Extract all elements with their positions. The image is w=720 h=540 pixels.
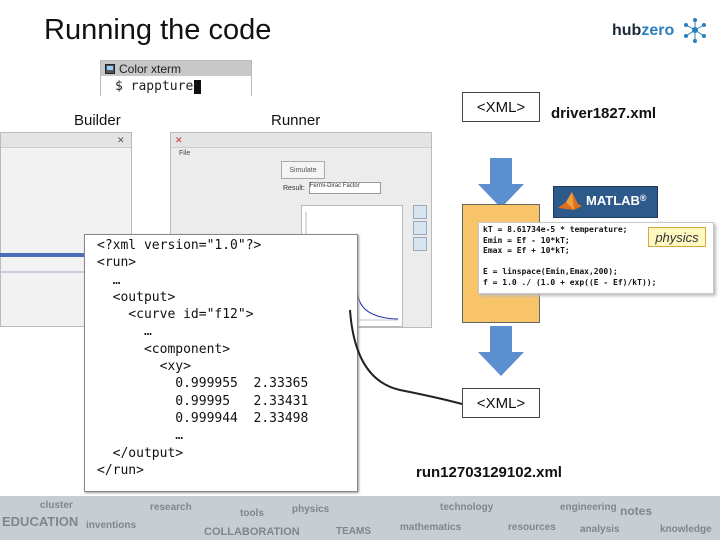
zoom-in-icon[interactable] bbox=[413, 205, 427, 219]
footer-word: notes bbox=[620, 504, 653, 518]
footer-word: cluster bbox=[40, 500, 73, 511]
xml-line: <component> bbox=[97, 341, 231, 357]
zoom-out-icon[interactable] bbox=[413, 221, 427, 235]
logo-zero: zero bbox=[641, 22, 675, 39]
footer-word: tools bbox=[240, 508, 264, 519]
xml-line: … bbox=[97, 272, 121, 288]
xml-line: <?xml version="1.0"?> bbox=[97, 238, 262, 253]
result-selector[interactable]: Result: Fermi-Dirac Factor bbox=[283, 182, 381, 194]
code-line: Emax = Ef + 10*kT; bbox=[483, 246, 570, 255]
hubzero-logo: hubzero bbox=[612, 18, 712, 50]
code-line bbox=[483, 257, 709, 268]
xterm-titlebar[interactable]: Color xterm bbox=[101, 61, 251, 76]
footer-word: mathematics bbox=[400, 522, 462, 533]
runner-label: Runner bbox=[271, 112, 321, 129]
builder-label: Builder bbox=[74, 112, 121, 129]
footer-word: engineering bbox=[560, 502, 617, 513]
code-line: Emin = Ef - 10*kT; bbox=[483, 235, 570, 245]
code-line: kT = 8.61734e-5 * temperature; bbox=[483, 225, 628, 234]
runner-titlebar[interactable] bbox=[171, 133, 431, 148]
matlab-label: MATLAB bbox=[586, 193, 640, 208]
down-arrow-top-icon bbox=[478, 158, 524, 208]
app-icon: ✕ bbox=[175, 135, 183, 145]
down-arrow-bottom-icon bbox=[478, 326, 524, 376]
footer-word: inventions bbox=[86, 520, 137, 531]
xml-line: <output> bbox=[97, 289, 176, 305]
driver-filename: driver1827.xml bbox=[551, 105, 657, 122]
matlab-membrane-icon bbox=[558, 192, 582, 210]
builder-titlebar[interactable] bbox=[1, 133, 131, 148]
file-menu[interactable]: File bbox=[179, 150, 191, 157]
xml-line: … bbox=[97, 428, 184, 444]
code-line: E = linspace(Emin,Emax,200); bbox=[483, 267, 618, 276]
footer-word: knowledge bbox=[660, 524, 712, 535]
text-cursor bbox=[194, 79, 202, 94]
xml-tag-bottom: <XML> bbox=[462, 388, 540, 418]
footer-word: EDUCATION bbox=[2, 514, 79, 529]
footer-word: research bbox=[150, 502, 192, 513]
matlab-logo bbox=[553, 186, 658, 218]
matlab-text: MATLAB® bbox=[586, 193, 647, 208]
result-dropdown[interactable]: Fermi-Dirac Factor bbox=[308, 182, 381, 194]
xml-line: <run> bbox=[97, 255, 137, 271]
logo-hub: hub bbox=[612, 22, 642, 39]
physics-note: physics bbox=[648, 227, 706, 247]
footer-word: analysis bbox=[580, 524, 620, 535]
connector-curve bbox=[349, 309, 463, 405]
matlab-reg: ® bbox=[639, 193, 647, 203]
xml-line: … bbox=[97, 324, 152, 340]
code-line: f = 1.0 ./ (1.0 + exp((E - Ef)/kT)); bbox=[483, 277, 657, 287]
xterm-title: Color xterm bbox=[119, 61, 182, 76]
xml-line: </output> bbox=[97, 445, 184, 461]
builder-row bbox=[1, 271, 93, 273]
xml-line: 0.999944 2.33498 bbox=[97, 410, 309, 426]
xterm-command: rappture bbox=[130, 79, 194, 94]
reset-view-icon[interactable] bbox=[413, 237, 427, 251]
xml-line: 0.999955 2.33365 bbox=[97, 376, 309, 392]
xterm-console[interactable]: $ rappture bbox=[101, 76, 251, 97]
footer-word-collage: EDUCATION inventions research COLLABORAT… bbox=[0, 496, 720, 540]
simulate-button[interactable]: Simulate bbox=[281, 161, 325, 179]
xml-output-popup: <?xml version="1.0"?> <run> … <output> <… bbox=[84, 234, 358, 492]
logo-network-icon bbox=[684, 18, 706, 43]
run-filename: run12703129102.xml bbox=[416, 464, 562, 481]
close-icon[interactable]: ✕ bbox=[117, 135, 125, 145]
terminal-icon bbox=[105, 63, 115, 74]
result-label: Result: bbox=[283, 184, 305, 192]
footer-word: TEAMS bbox=[336, 526, 371, 537]
footer-word: physics bbox=[292, 504, 330, 515]
xml-line: <xy> bbox=[97, 359, 191, 375]
footer-word: technology bbox=[440, 502, 494, 513]
xterm-prompt: $ bbox=[115, 79, 123, 94]
footer-word: COLLABORATION bbox=[204, 526, 300, 538]
xterm-window[interactable]: Color xterm $ rappture bbox=[100, 60, 252, 97]
xml-tag-top: <XML> bbox=[462, 92, 540, 122]
footer-word: resources bbox=[508, 522, 556, 533]
xml-line: 0.99995 2.33431 bbox=[97, 393, 309, 409]
matlab-code-box: kT = 8.61734e-5 * temperature; Emin = Ef… bbox=[478, 222, 714, 294]
builder-selected-row[interactable] bbox=[0, 253, 92, 257]
xml-line: <curve id="f12"> bbox=[97, 307, 254, 323]
xml-line: </run> bbox=[97, 462, 144, 478]
slide-title: Running the code bbox=[44, 14, 272, 46]
